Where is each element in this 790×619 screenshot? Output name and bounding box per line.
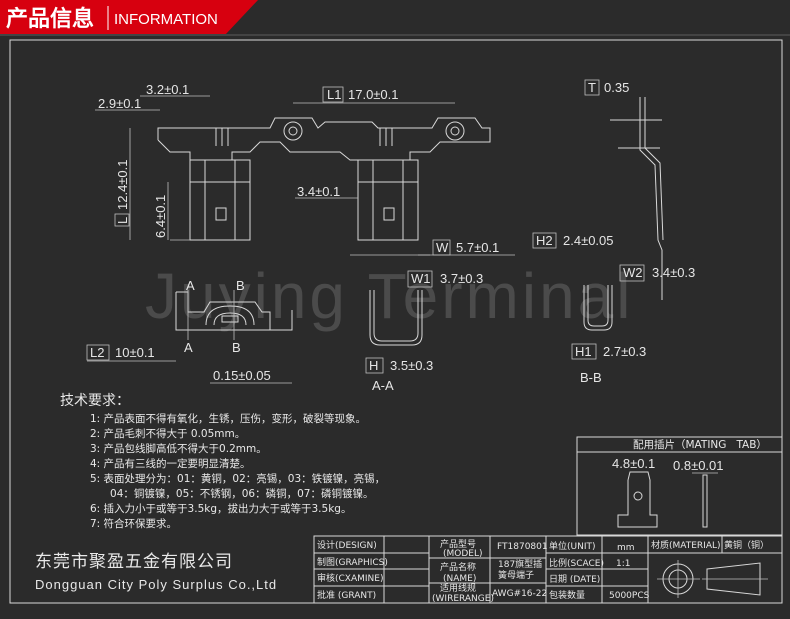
svg-text:材质(MATERIAL): 材质(MATERIAL) [651, 539, 721, 551]
svg-text:B: B [236, 278, 245, 293]
section-a-a: W1 3.7±0.3 H 3.5±0.3 A-A [365, 270, 483, 393]
requirements-title: 技术要求： [60, 393, 130, 409]
company-name-en: Dongguan City Poly Surplus Co.,Ltd [35, 577, 277, 592]
model-value: FT1870801 [497, 542, 548, 552]
svg-text:适用线规: 适用线规 [440, 582, 476, 594]
svg-text:10±0.1: 10±0.1 [115, 345, 155, 360]
svg-text:簧母端子: 簧母端子 [498, 569, 534, 581]
requirement-item: 1: 产品表面不得有氧化，生锈，压伤，变形，破裂等现象。 [90, 412, 366, 425]
svg-text:12.4±0.1: 12.4±0.1 [115, 159, 130, 210]
grant-label: 批准 (GRANT) [317, 589, 376, 601]
svg-text:3.4±0.3: 3.4±0.3 [652, 265, 695, 280]
svg-text:3.2±0.1: 3.2±0.1 [146, 82, 189, 97]
dimension-3-2: 3.2±0.1 [140, 82, 210, 97]
terminal-side-view: T 0.35 H2 2.4±0.05 [532, 79, 664, 300]
svg-text:W: W [436, 240, 449, 255]
svg-text:17.0±0.1: 17.0±0.1 [348, 87, 399, 102]
section-b-b: W2 3.4±0.3 H1 2.7±0.3 B-B [571, 264, 695, 385]
svg-text:产品名称: 产品名称 [440, 561, 476, 573]
graphics-label: 制图(GRAPHICS) [317, 556, 388, 568]
svg-text:(WIRERANGE): (WIRERANGE) [432, 594, 494, 604]
svg-text:2.9±0.1: 2.9±0.1 [98, 96, 141, 111]
wire-value: AWG#16-22 [492, 589, 547, 599]
header-title-cn: 产品信息 [6, 6, 94, 32]
unit-value: mm [617, 543, 635, 553]
examine-label: 审核(CXAMINE) [317, 572, 383, 584]
projection-symbol-icon [657, 560, 768, 598]
dimension-l: L 12.4±0.1 [114, 128, 131, 240]
watermark: Juying Terminal [145, 260, 633, 332]
svg-text:5.7±0.1: 5.7±0.1 [456, 240, 499, 255]
requirement-item: 3: 产品包线脚高低不得大于0.2mm。 [90, 442, 267, 455]
svg-text:2.7±0.3: 2.7±0.3 [603, 344, 646, 359]
dimension-l2: L2 10±0.1 [86, 344, 176, 362]
svg-text:B-B: B-B [580, 370, 602, 385]
svg-text:3.5±0.3: 3.5±0.3 [390, 358, 433, 373]
svg-text:日期 (DATE): 日期 (DATE) [549, 574, 600, 585]
svg-text:A-A: A-A [372, 378, 394, 393]
requirement-item: 5: 表面处理分为：01：黄铜，02：亮锡，03：铁镀镍，亮锡， [90, 472, 385, 485]
svg-text:2.4±0.05: 2.4±0.05 [563, 233, 614, 248]
svg-text:B: B [232, 340, 241, 355]
header-title-en: INFORMATION [114, 11, 218, 28]
material-value: 黄铜（铜） [724, 539, 769, 551]
svg-text:配用插片（MATING TAB）: 配用插片（MATING TAB） [633, 438, 767, 451]
dimension-l1: L1 17.0±0.1 [293, 86, 455, 104]
qty-value: 5000PCS [609, 591, 650, 601]
svg-text:包装数量: 包装数量 [549, 589, 585, 601]
svg-text:A: A [184, 340, 193, 355]
svg-text:A: A [186, 278, 195, 293]
svg-text:H: H [369, 358, 378, 373]
title-block: 设计(DESIGN) 制图(GRAPHICS) 审核(CXAMINE) 批准 (… [313, 535, 783, 604]
technical-requirements: 技术要求： 1: 产品表面不得有氧化，生锈，压伤，变形，破裂等现象。 2: 产品… [60, 393, 385, 530]
terminal-front-view: A B A B [175, 278, 293, 355]
dimension-6-4: 6.4±0.1 [153, 182, 169, 240]
svg-text:产品型号: 产品型号 [440, 538, 476, 550]
svg-text:L: L [115, 217, 130, 224]
svg-text:H1: H1 [575, 344, 592, 359]
svg-text:W1: W1 [411, 271, 431, 286]
svg-text:0.35: 0.35 [604, 80, 629, 95]
svg-text:单位(UNIT): 单位(UNIT) [549, 540, 596, 552]
svg-text:6.4±0.1: 6.4±0.1 [153, 195, 168, 238]
svg-text:0.15±0.05: 0.15±0.05 [213, 368, 271, 383]
name-value: 187旗型插 [498, 558, 542, 570]
requirement-item: 4: 产品有三线的一定要明显清楚。 [90, 457, 251, 470]
svg-text:(NAME): (NAME) [443, 574, 476, 584]
scale-value: 1:1 [616, 559, 630, 569]
svg-text:L2: L2 [90, 345, 104, 360]
design-label: 设计(DESIGN) [317, 539, 377, 551]
svg-text:(MODEL): (MODEL) [443, 549, 483, 559]
svg-text:3.7±0.3: 3.7±0.3 [440, 271, 483, 286]
svg-text:4.8±0.1: 4.8±0.1 [612, 456, 655, 471]
dimension-3-4: 3.4±0.1 [295, 184, 358, 199]
svg-text:W2: W2 [623, 265, 643, 280]
svg-text:L1: L1 [327, 87, 341, 102]
svg-text:H2: H2 [536, 233, 553, 248]
requirement-item: 6: 插入力小于或等于3.5kg，拔出力大于或等于3.5kg。 [90, 502, 351, 515]
dimension-0-15: 0.15±0.05 [210, 368, 292, 384]
svg-text:0.8±0.01: 0.8±0.01 [673, 458, 724, 473]
svg-text:T: T [588, 80, 596, 95]
dimension-w: W 5.7±0.1 [350, 239, 515, 256]
dimension-2-9: 2.9±0.1 [95, 96, 160, 111]
requirement-item: 04：铜镀镍，05：不锈钢，06：磷铜，07：磷铜镀镍。 [90, 487, 373, 500]
terminal-top-view [157, 117, 491, 256]
header-banner: 产品信息 INFORMATION [0, 0, 790, 36]
svg-text:比例(SCACE): 比例(SCACE) [549, 557, 604, 569]
requirement-item: 7: 符合环保要求。 [90, 517, 177, 530]
svg-text:3.4±0.1: 3.4±0.1 [297, 184, 340, 199]
requirement-item: 2: 产品毛刺不得大于 0.05mm。 [90, 427, 245, 440]
mating-tab-panel: 配用插片（MATING TAB） 4.8±0.1 0.8±0.01 [576, 436, 783, 536]
company-name-cn: 东莞市聚盈五金有限公司 [35, 552, 233, 572]
